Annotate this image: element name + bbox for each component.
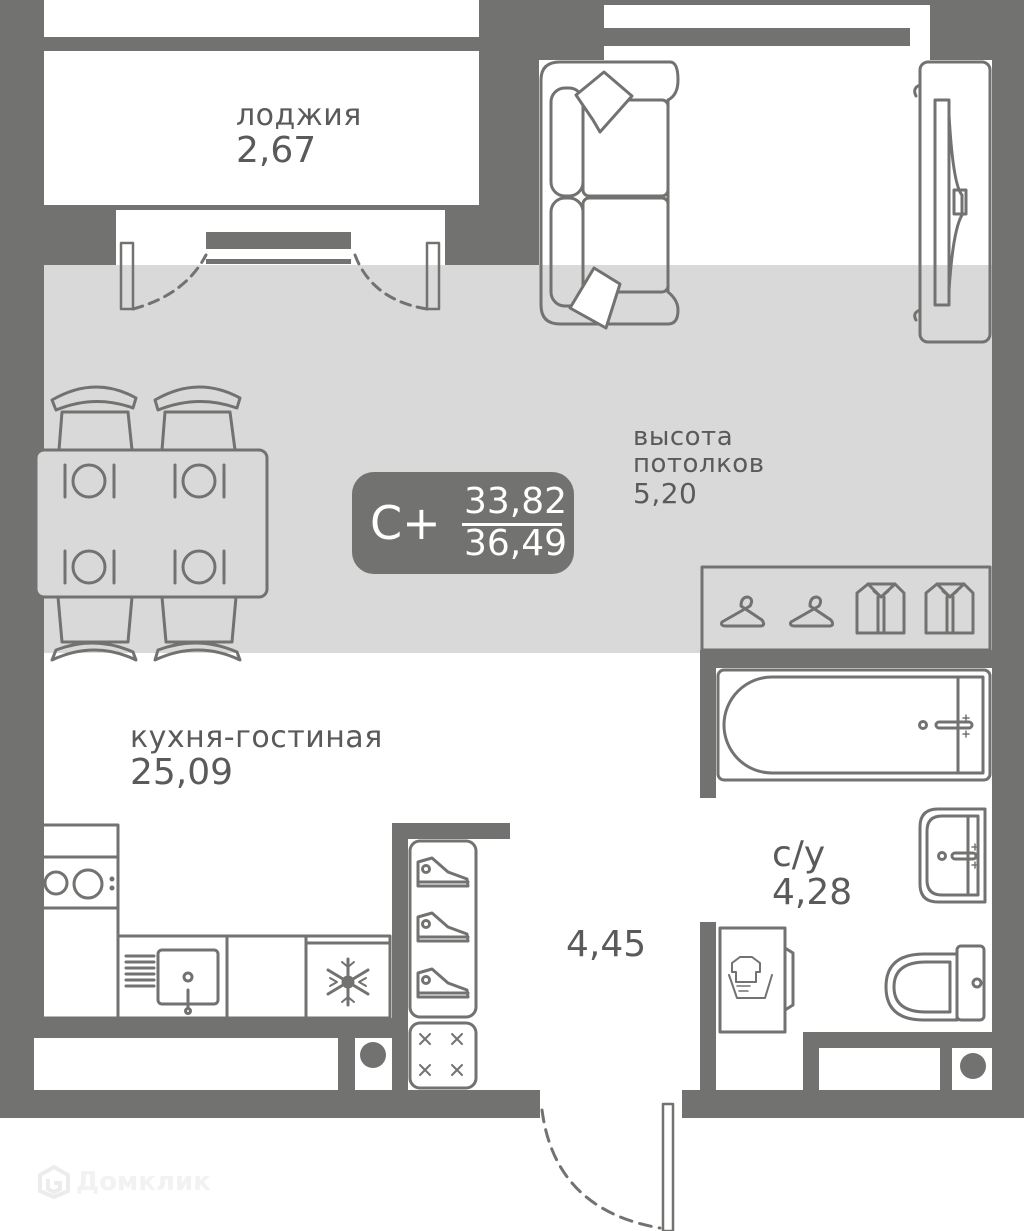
kitchen-icon (34, 823, 392, 1020)
plate-icon (63, 463, 226, 585)
entrance-door-icon (540, 1102, 675, 1231)
sofa-icon (539, 60, 680, 330)
class-label: C+ (370, 496, 441, 550)
dining-table-icon (34, 385, 269, 662)
wardrobe-zone (702, 565, 992, 655)
heated-floor-icon (419, 1033, 463, 1076)
room-name: лоджия (236, 98, 362, 133)
shoe-icon (416, 856, 470, 999)
wall-bath-shaft-left (803, 1032, 819, 1090)
washing-machine-icon (718, 926, 795, 1034)
wall-right-outer (992, 0, 1024, 1118)
wall-bottom-left (0, 1090, 540, 1118)
wall-kitchen-shaft-divider (338, 1038, 355, 1090)
wall-wardrobe-bottom (700, 650, 992, 668)
wall-bath-left-lower (700, 922, 716, 1090)
room-label-bathroom: с/у 4,28 (772, 836, 852, 912)
wall-top-right (539, 0, 1024, 5)
wall-hall-left (392, 823, 408, 1090)
wall-bottom-right (682, 1090, 1024, 1118)
wall-loggia-bottom-strip (44, 205, 479, 210)
wall-bath-left-upper (700, 650, 716, 798)
domclick-logo-icon (38, 1165, 70, 1199)
ceiling-line1: высота (633, 422, 734, 452)
wall-top-left-window (539, 0, 604, 60)
room-area: 4,45 (566, 924, 647, 965)
ceiling-line2: потолков (633, 449, 765, 480)
riser-icon (360, 1042, 386, 1068)
fraction-bar (462, 523, 562, 526)
wardrobe-icon (700, 565, 992, 652)
room-label-kitchen-living: кухня-гостиная 25,09 (130, 722, 383, 791)
wall-loggia-top (44, 37, 479, 51)
total-area: 36,49 (464, 523, 568, 564)
shirt-icon (855, 582, 975, 635)
ceiling-value: 5,20 (633, 476, 698, 510)
ceiling-height-label: высота потолков 5,20 (633, 422, 765, 510)
bathtub-icon (716, 668, 992, 782)
room-name: кухня-гостиная (130, 720, 383, 755)
hanger-icon (720, 595, 835, 628)
fridge-icon (326, 957, 370, 1007)
wall-loggia-bottom-right (445, 205, 539, 265)
room-area: 4,28 (772, 871, 853, 913)
watermark: Домклик (38, 1165, 211, 1199)
watermark-text: Домклик (76, 1167, 211, 1197)
balcony-door-icon (119, 232, 441, 311)
room-label-hallway: 4,45 (566, 926, 646, 964)
wall-left-lower (0, 265, 34, 1118)
sink-icon (918, 807, 987, 904)
kitchen-sink-icon (124, 948, 220, 1015)
shoe-rack-icon (408, 839, 478, 1090)
kitchen-stove-icon (43, 868, 115, 900)
riser-icon (960, 1053, 986, 1079)
room-name: с/у (772, 834, 826, 875)
room-area: 25,09 (130, 751, 234, 793)
room-label-loggia: лоджия 2,67 (236, 100, 362, 169)
wall-bath-shaft-divider (940, 1040, 952, 1090)
area-badge: C+ 33,82 36,49 (352, 472, 574, 574)
toilet-icon (884, 944, 986, 1022)
wall-hall-top-stub (392, 823, 510, 839)
tv-stand-icon (913, 60, 992, 344)
room-area: 2,67 (236, 129, 317, 171)
living-area: 33,82 (464, 481, 568, 522)
wall-kitchen-bottom (34, 1018, 392, 1038)
wall-window-mullion (604, 28, 910, 46)
wall-loggia-bottom-left (34, 205, 116, 265)
